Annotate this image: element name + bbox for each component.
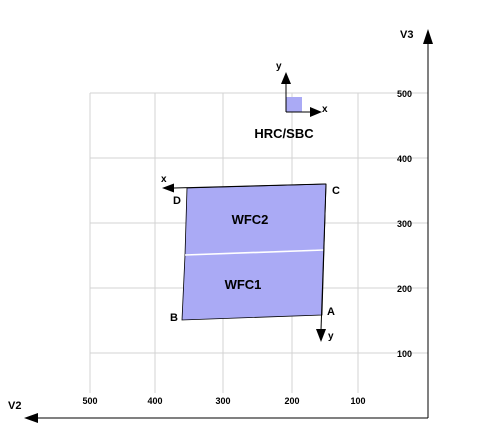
v2-tick-300: 300 — [215, 396, 230, 406]
hrc-y-arrow-icon — [281, 72, 291, 84]
hrc-x-arrow-icon — [310, 107, 322, 117]
wfc-y-arrow-icon — [316, 329, 326, 342]
hrc-y-label: y — [276, 61, 282, 72]
v2-tick-100: 100 — [350, 396, 365, 406]
v3-axis: V3 500 400 300 200 100 — [397, 29, 433, 418]
v2-tick-200: 200 — [284, 396, 299, 406]
corner-b-label: B — [170, 312, 178, 324]
wfc-x-arrow-icon — [162, 183, 174, 193]
chip-gap — [184, 249, 325, 256]
v2-tick-400: 400 — [147, 396, 162, 406]
v2-axis-label: V2 — [8, 400, 21, 412]
wfc-x-label: x — [161, 174, 167, 185]
hrc-x-label: x — [322, 104, 328, 115]
v2-axis: V2 500 400 300 200 100 — [8, 396, 428, 423]
wfc2-label: WFC2 — [232, 212, 269, 227]
v3-tick-100: 100 — [397, 349, 412, 359]
v3-arrow-icon — [423, 29, 433, 44]
hrc-sbc-detector: y x HRC/SBC — [254, 61, 328, 141]
hrc-sbc-chip — [286, 97, 302, 112]
wfc1-label: WFC1 — [225, 277, 262, 292]
v3-tick-300: 300 — [397, 219, 412, 229]
corner-c-label: C — [332, 185, 340, 197]
v3-tick-200: 200 — [397, 284, 412, 294]
wfc-x-axis-line — [173, 183, 327, 189]
v3-tick-400: 400 — [397, 154, 412, 164]
wfc-y-axis-line — [320, 183, 327, 331]
wfc-detector: WFC2 WFC1 x y A B C D — [161, 174, 340, 342]
v3-tick-500: 500 — [397, 89, 412, 99]
v2-tick-500: 500 — [82, 396, 97, 406]
v3-axis-label: V3 — [400, 29, 413, 41]
corner-d-label: D — [173, 195, 181, 207]
hrc-sbc-label: HRC/SBC — [254, 126, 314, 141]
v2-arrow-icon — [24, 413, 38, 423]
wfc-y-label: y — [328, 331, 334, 342]
corner-a-label: A — [327, 306, 335, 318]
